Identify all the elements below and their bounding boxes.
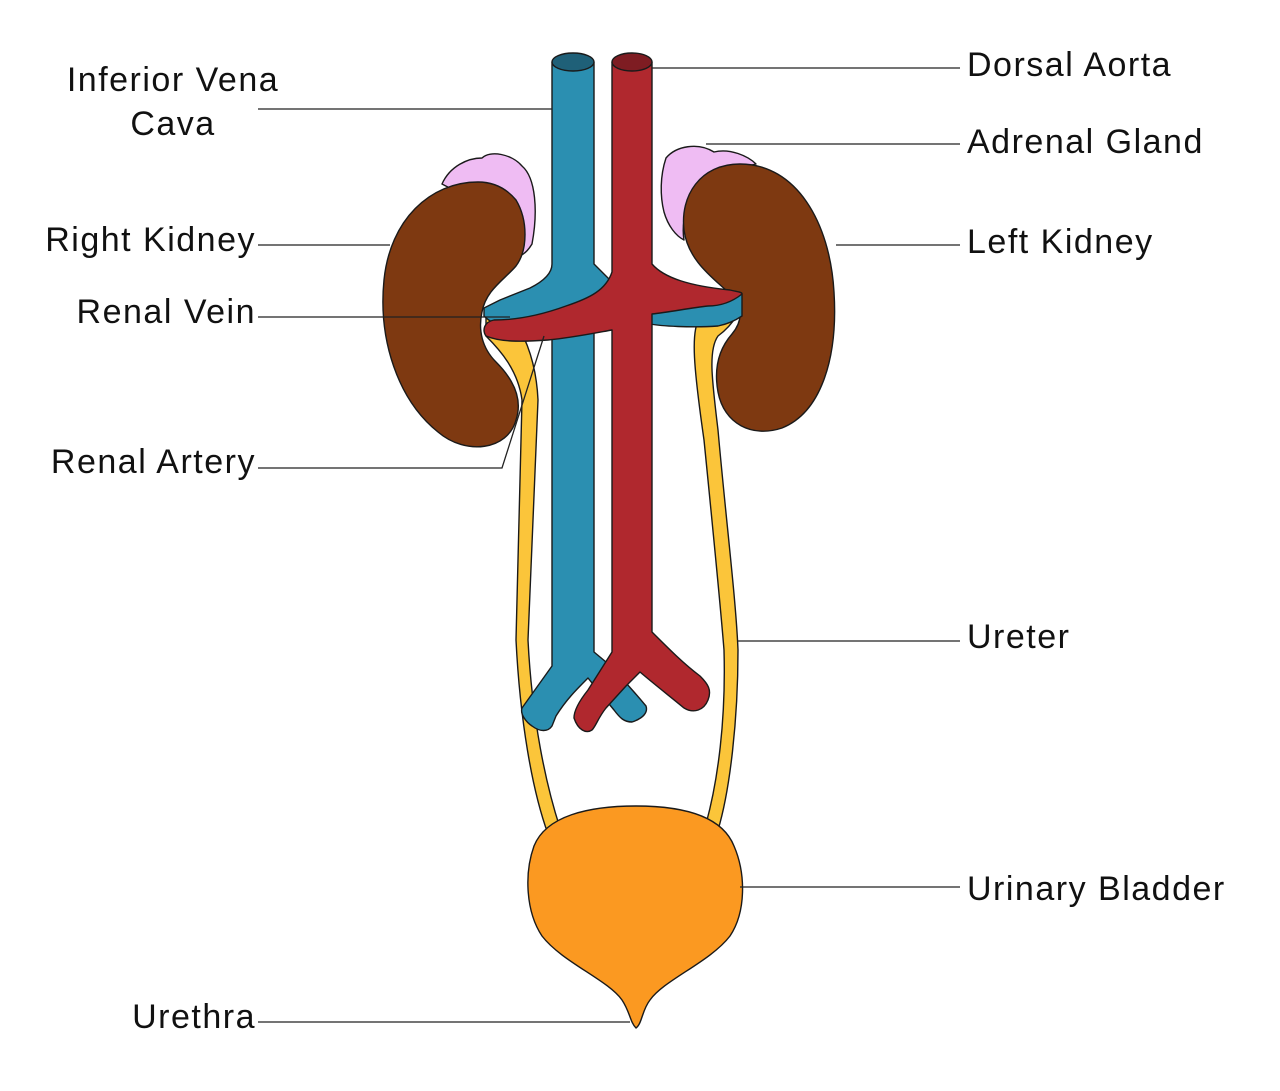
label-urinary-bladder: Urinary Bladder [967, 870, 1226, 908]
right-kidney [382, 181, 526, 448]
dorsal-aorta-opening [611, 52, 653, 72]
urinary-bladder [527, 805, 744, 1029]
label-right-kidney: Right Kidney [45, 221, 256, 259]
label-inferior-vena-cava-line2: Cava [130, 105, 216, 144]
label-renal-vein: Renal Vein [76, 293, 256, 331]
dorsal-aorta [483, 61, 743, 733]
label-renal-artery: Renal Artery [50, 443, 256, 481]
inferior-vena-cava-opening [551, 52, 595, 72]
left-kidney [682, 163, 836, 432]
label-inferior-vena-cava-line1: Inferior Vena [66, 61, 280, 99]
label-dorsal-aorta: Dorsal Aorta [967, 46, 1173, 84]
leader-line-renal-artery [258, 335, 545, 469]
label-ureter: Ureter [967, 618, 1071, 656]
label-inferior-vena-cava: Inferior Vena Cava [30, 58, 316, 146]
label-adrenal-gland: Adrenal Gland [967, 123, 1204, 161]
label-urethra: Urethra [132, 998, 256, 1036]
label-left-kidney: Left Kidney [967, 223, 1154, 261]
